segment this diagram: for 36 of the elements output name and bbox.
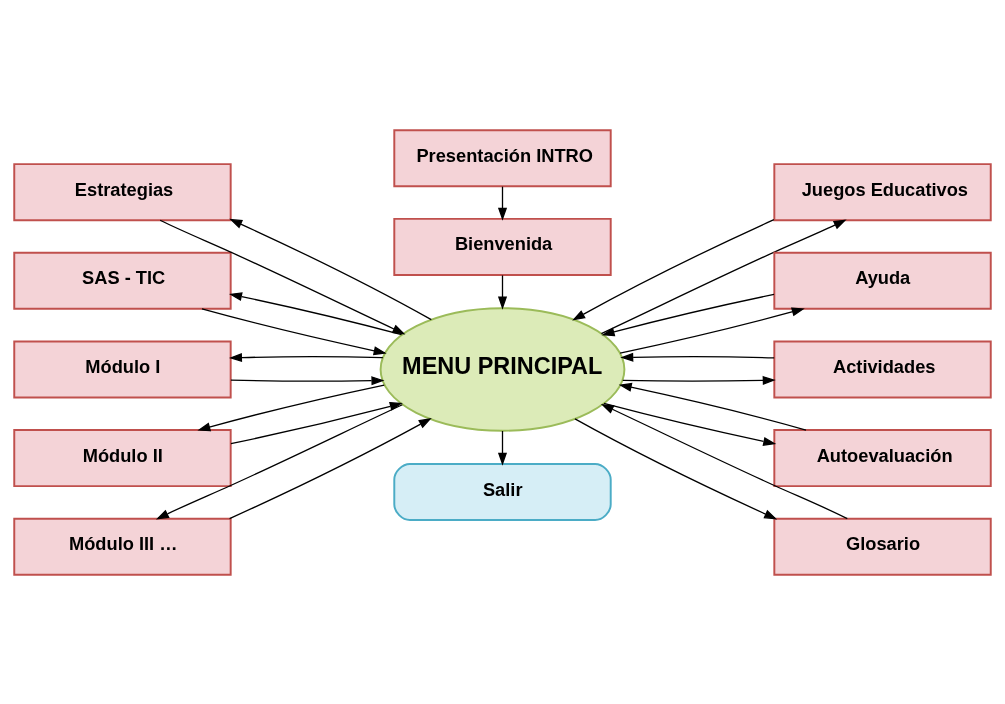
node-box: Juegos Educativos [773, 162, 992, 221]
arrow [159, 219, 406, 334]
node-box: Salir [393, 462, 612, 521]
node-box: Presentación INTRO [393, 128, 612, 187]
node-box: Ayuda [773, 251, 992, 310]
node-box: Estrategias [13, 162, 232, 221]
arrow [600, 403, 848, 519]
node-box: Autoevaluación [773, 428, 992, 487]
arrow [230, 375, 385, 385]
arrow [155, 403, 403, 520]
arrow [618, 382, 807, 431]
arrow [619, 306, 805, 354]
node-box: Módulo I [13, 339, 232, 398]
arrow [601, 293, 775, 336]
arrow [600, 218, 847, 334]
arrow [228, 352, 384, 362]
node-box: Módulo III … [13, 517, 232, 576]
arrow [197, 383, 385, 431]
arrow [497, 429, 508, 466]
node-box: Módulo II [13, 428, 232, 487]
arrow [574, 417, 778, 519]
arrow [497, 274, 508, 310]
node-box: Glosario [773, 517, 992, 576]
arrow [230, 401, 403, 444]
arrow [603, 402, 777, 446]
node-box: SAS - TIC [13, 251, 232, 310]
node-box: Bienvenida [393, 217, 612, 276]
arrow [228, 291, 403, 335]
arrow [228, 417, 432, 519]
arrow [201, 307, 387, 355]
node-box: Actividades [773, 339, 992, 398]
arrow [229, 218, 432, 320]
arrow [622, 375, 776, 385]
arrow [497, 185, 508, 221]
arrow [620, 352, 775, 362]
arrow [572, 218, 775, 321]
